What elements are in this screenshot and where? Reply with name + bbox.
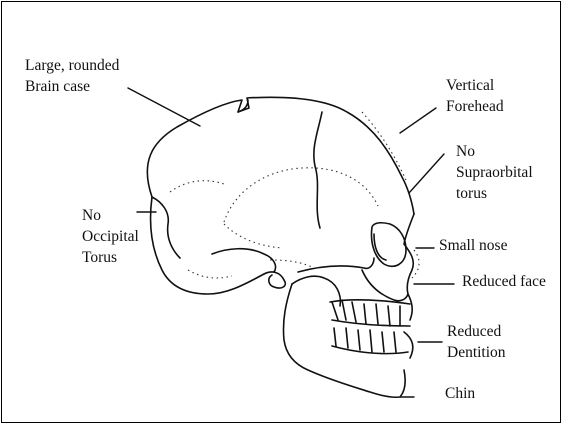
occiput-outline xyxy=(150,197,264,294)
label-no-supraorbital-torus: No Supraorbital torus xyxy=(456,141,533,204)
label-chin: Chin xyxy=(445,383,475,404)
leader-forehead xyxy=(400,108,436,133)
label-reduced-dentition: Reduced Dentition xyxy=(447,321,506,363)
label-no-occipital-torus: No Occipital Torus xyxy=(82,205,139,268)
orbit-outline xyxy=(372,223,407,267)
cranium-outline xyxy=(147,97,414,214)
diagram-frame: Large, rounded Brain case Vertical Foreh… xyxy=(1,1,561,423)
label-brain-case: Large, rounded Brain case xyxy=(25,55,119,97)
label-vertical-forehead: Vertical Forehead xyxy=(446,75,504,117)
temporal-line-dotted xyxy=(224,168,378,222)
mastoid-outline xyxy=(264,272,285,288)
label-reduced-face: Reduced face xyxy=(462,271,546,292)
leader-brain-case xyxy=(128,88,200,126)
label-small-nose: Small nose xyxy=(439,235,507,256)
leader-supraorbital xyxy=(409,154,444,193)
lambdoid-suture xyxy=(152,197,180,258)
coronal-suture xyxy=(314,112,322,228)
